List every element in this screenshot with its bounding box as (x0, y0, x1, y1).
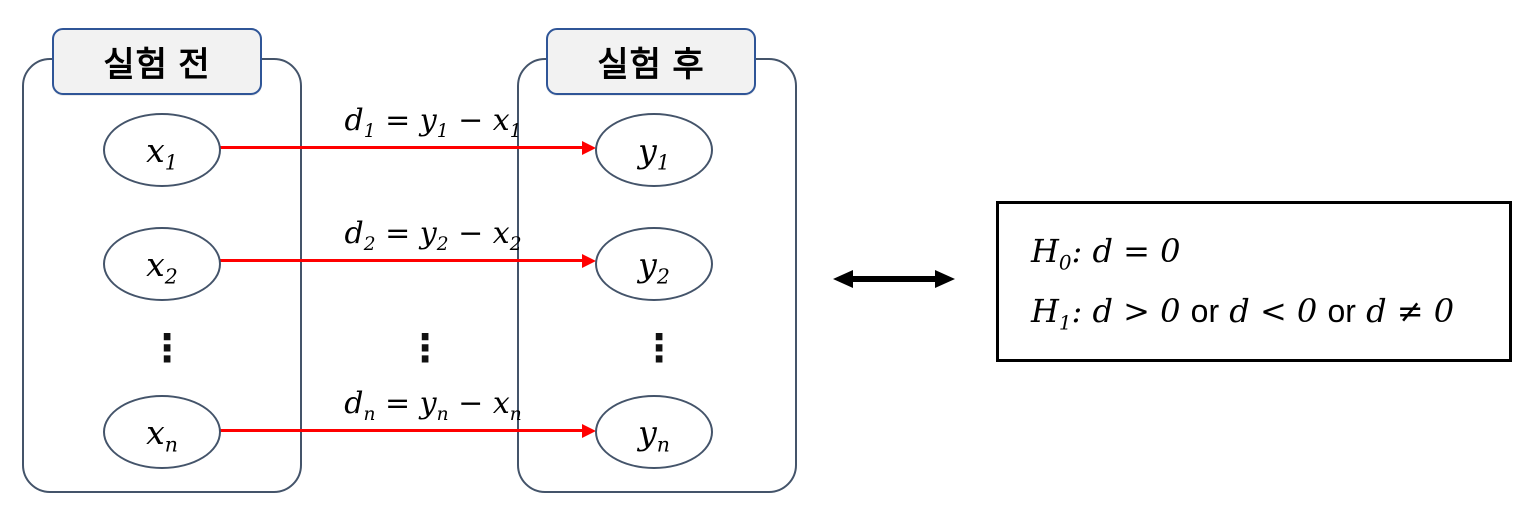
node-x1-label: x1 (146, 130, 178, 175)
node-y1-label: y1 (638, 130, 670, 175)
arrow-x1-to-y1 (219, 146, 583, 149)
arrow-x2-to-y2 (219, 259, 583, 262)
hypothesis-box: H0: d = 0 H1: d > 0 or d < 0 or d ≠ 0 (996, 201, 1512, 362)
node-y1: y1 (595, 113, 713, 187)
vertical-ellipsis-middle: ⋮ (406, 326, 444, 370)
node-x2-label: x2 (146, 244, 178, 289)
before-panel-title: 실험 전 (52, 28, 262, 95)
alternative-hypothesis: H1: d > 0 or d < 0 or d ≠ 0 (1031, 291, 1455, 334)
double-arrow-shaft (848, 276, 940, 282)
equivalence-double-arrow (833, 270, 955, 288)
node-xn-label: xn (146, 412, 178, 457)
node-x2: x2 (103, 227, 221, 301)
vertical-ellipsis-after: ⋮ (640, 326, 678, 370)
difference-label-1: d1 = y1 − x1 (344, 103, 522, 142)
vertical-ellipsis-before: ⋮ (148, 326, 186, 370)
node-yn: yn (595, 395, 713, 469)
node-xn: xn (103, 395, 221, 469)
after-panel-title: 실험 후 (546, 28, 756, 95)
null-hypothesis: H0: d = 0 (1031, 232, 1181, 275)
node-x1: x1 (103, 113, 221, 187)
arrow-xn-to-yn (219, 429, 583, 432)
node-yn-label: yn (638, 412, 670, 457)
node-y2-label: y2 (638, 244, 670, 289)
difference-label-n: dn = yn − xn (344, 386, 522, 425)
node-y2: y2 (595, 227, 713, 301)
difference-label-2: d2 = y2 − x2 (344, 216, 522, 255)
